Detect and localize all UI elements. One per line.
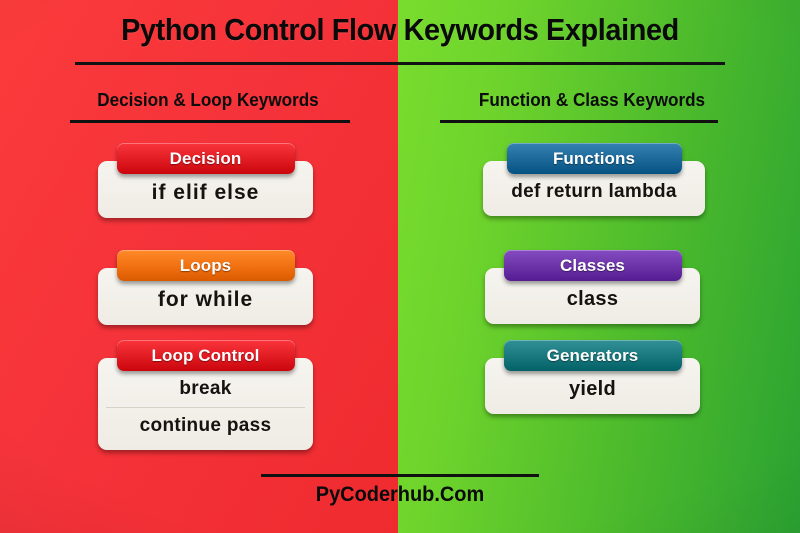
page-title: Python Control Flow Keywords Explained [121, 12, 679, 47]
card-classes: Classes class [485, 250, 700, 324]
card-loop-control: Loop Control break continue pass [98, 340, 313, 450]
card-decision-keywords: if elif else [151, 181, 260, 204]
card-functions-badge: Functions [506, 143, 682, 174]
card-generators-keywords: yield [568, 378, 617, 400]
card-loop-control-body: break continue pass [98, 358, 313, 450]
card-generators: Generators yield [485, 340, 700, 414]
section-heading-right-divider [440, 120, 718, 123]
card-decision-badge: Decision [116, 143, 295, 174]
card-classes-keywords: class [566, 288, 619, 310]
card-functions-keywords: def return lambda [511, 181, 677, 202]
section-heading-right: Function & Class Keywords [478, 90, 706, 110]
card-loops-keywords: for while [157, 288, 254, 311]
card-generators-badge: Generators [503, 340, 682, 371]
section-heading-left-divider [70, 120, 350, 123]
card-decision: Decision if elif else [98, 143, 313, 218]
section-heading-left: Decision & Loop Keywords [97, 90, 319, 110]
footer-divider [261, 474, 539, 477]
card-loop-control-badge: Loop Control [116, 340, 295, 371]
footer-branding: PyCoderhub.Com [315, 483, 485, 506]
card-loops-badge: Loops [116, 250, 295, 281]
card-loops: Loops for while [98, 250, 313, 325]
title-divider [75, 62, 725, 65]
card-loop-control-keywords-2: continue pass [106, 407, 305, 441]
card-loop-control-keywords-1: break [179, 378, 232, 399]
card-functions: Functions def return lambda [483, 143, 705, 216]
card-classes-badge: Classes [503, 250, 682, 281]
